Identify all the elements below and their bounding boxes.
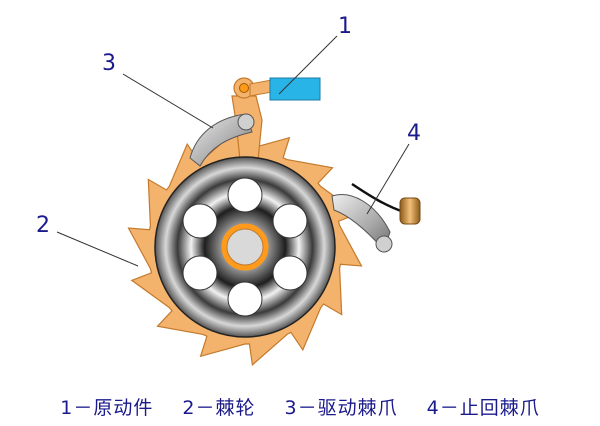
legend-item-1: 1－原动件: [60, 397, 154, 419]
wheel-hub-ring: [221, 223, 269, 271]
wheel-hole: [272, 203, 308, 239]
leader-line-2: [56, 231, 139, 267]
legend-caption: 1－原动件 2－棘轮 3－驱动棘爪 4－止回棘爪: [0, 393, 600, 420]
wheel-face: [154, 156, 336, 338]
holding-pawl-spring-pin: [399, 197, 421, 225]
driving-pawl-pivot-icon: [237, 113, 255, 131]
label-2: 2: [36, 213, 50, 238]
input-link-connector: [249, 79, 273, 97]
holding-pawl: [331, 182, 421, 253]
wheel-hub-center: [226, 228, 264, 266]
wheel-hole: [272, 255, 308, 291]
holding-pawl-pivot-icon: [375, 235, 393, 253]
legend-item-4: 4－止回棘爪: [426, 397, 540, 419]
driving-pawl: [189, 113, 255, 167]
legend-item-3: 3－驱动棘爪: [284, 397, 398, 419]
label-4: 4: [407, 121, 421, 146]
driver-pivot-pin-icon: [239, 83, 249, 93]
leader-line-3: [122, 73, 214, 129]
leader-lines: [56, 35, 410, 267]
wheel-holes: [182, 177, 308, 317]
input-link: [249, 77, 321, 101]
label-3: 3: [102, 51, 116, 76]
input-link-bar: [269, 77, 321, 101]
leader-line-4: [366, 143, 410, 215]
legend-item-2: 2－棘轮: [182, 397, 256, 419]
wheel-hole: [182, 203, 218, 239]
label-1: 1: [338, 14, 352, 39]
wheel-hole: [227, 281, 263, 317]
wheel-hole: [227, 177, 263, 213]
leader-line-1: [278, 35, 338, 95]
wheel-hole: [182, 255, 218, 291]
driving-pawl-body: [189, 113, 253, 167]
